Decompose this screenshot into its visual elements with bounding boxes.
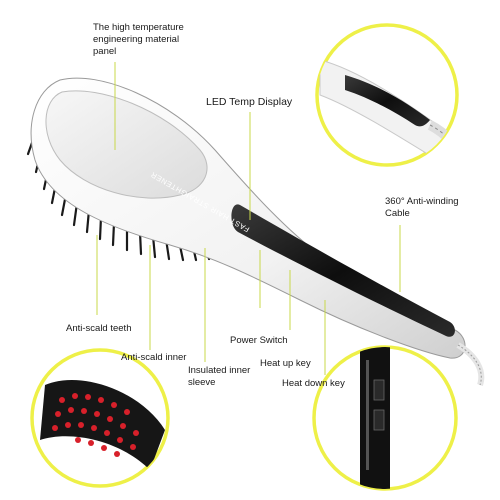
label-anti-scald-teeth: Anti-scald teeth xyxy=(66,323,132,334)
label-anti-scald-inner: Anti-scald inner xyxy=(121,352,187,363)
label-panel: The high temperature engineering materia… xyxy=(93,22,184,57)
heating-panel xyxy=(45,90,208,199)
callout-side-closeup xyxy=(312,345,458,491)
label-heat-down: Heat down key xyxy=(282,378,345,389)
led-display-strip xyxy=(231,204,455,337)
label-power-switch: Power Switch xyxy=(230,335,288,346)
brush-body: FAST HAIR STRAIGHTENER xyxy=(30,77,485,386)
label-insulated-sleeve: Insulated inner sleeve xyxy=(188,365,251,388)
leader-lines xyxy=(96,62,401,375)
label-led-display: LED Temp Display xyxy=(206,96,293,108)
callout-display-closeup xyxy=(315,23,459,167)
callout-bristles-closeup xyxy=(30,348,170,488)
label-cable: 360° Anti-winding Cable xyxy=(385,196,459,219)
label-heat-up: Heat up key xyxy=(260,358,311,369)
